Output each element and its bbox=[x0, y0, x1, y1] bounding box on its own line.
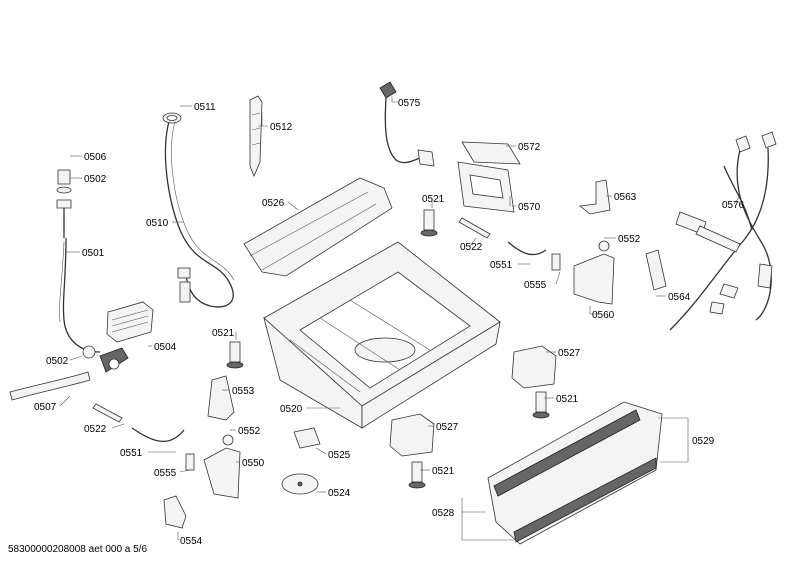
part-0504-valve bbox=[106, 301, 154, 343]
callout-0502-bottom: 0502 bbox=[46, 356, 69, 367]
callout-0572: 0572 bbox=[518, 142, 541, 153]
callout-0520: 0520 bbox=[280, 404, 303, 415]
callout-0550: 0550 bbox=[242, 458, 265, 469]
part-0521-foot-d bbox=[408, 461, 426, 489]
callout-0552-top: 0552 bbox=[618, 234, 641, 245]
part-0529-rail bbox=[487, 401, 663, 545]
part-0522-screw-a bbox=[458, 217, 491, 239]
callout-0527-top: 0527 bbox=[558, 348, 581, 359]
callout-0564: 0564 bbox=[668, 292, 691, 303]
part-0526-lid bbox=[243, 177, 393, 277]
part-0512-bracket bbox=[249, 95, 263, 178]
part-0560-bracket bbox=[573, 253, 615, 305]
part-0520-base-frame bbox=[263, 241, 501, 429]
callout-0555-bottom: 0555 bbox=[154, 468, 177, 479]
part-0554-clip bbox=[163, 495, 187, 529]
part-0552-b bbox=[222, 434, 234, 446]
callout-0553: 0553 bbox=[232, 386, 255, 397]
callout-0575: 0575 bbox=[398, 98, 421, 109]
part-0522-screw-b bbox=[92, 403, 123, 423]
callout-0551-bottom: 0551 bbox=[120, 448, 143, 459]
part-drawings bbox=[9, 81, 777, 545]
callout-0551-top: 0551 bbox=[490, 260, 513, 271]
callout-0529: 0529 bbox=[692, 436, 715, 447]
part-0521-foot-b bbox=[226, 341, 244, 369]
callout-0507: 0507 bbox=[34, 402, 57, 413]
callout-0521-right: 0521 bbox=[556, 394, 579, 405]
callout-0506: 0506 bbox=[84, 152, 107, 163]
part-0550-bracket bbox=[203, 447, 241, 499]
callout-0576: 0576 bbox=[722, 200, 745, 211]
callout-0502-top: 0502 bbox=[84, 174, 107, 185]
part-0563-bracket bbox=[579, 179, 611, 215]
part-0506-fitting bbox=[56, 169, 72, 238]
part-0510-hose bbox=[164, 117, 234, 308]
part-0572-cover bbox=[461, 141, 521, 165]
callout-0510: 0510 bbox=[146, 218, 169, 229]
part-0551-cable-b bbox=[131, 427, 185, 442]
callout-0501: 0501 bbox=[82, 248, 105, 259]
part-0551-cable-a bbox=[507, 241, 547, 256]
callout-0512: 0512 bbox=[270, 122, 293, 133]
part-0552-a bbox=[598, 240, 610, 252]
callout-0522-top: 0522 bbox=[460, 242, 483, 253]
callout-0521-bottom: 0521 bbox=[432, 466, 455, 477]
part-0525-switch bbox=[293, 427, 321, 449]
callout-0522-bottom: 0522 bbox=[84, 424, 107, 435]
part-0527-housing-b bbox=[389, 413, 435, 457]
document-code: 58300000208008 aet 000 a 5/6 bbox=[8, 544, 148, 555]
callout-0554: 0554 bbox=[180, 536, 203, 547]
part-0575-power-cord bbox=[379, 81, 435, 167]
part-0524-disc bbox=[281, 473, 319, 495]
part-0501-hose bbox=[62, 237, 101, 353]
callout-0528: 0528 bbox=[432, 508, 455, 519]
part-0555-clip-a bbox=[551, 253, 561, 271]
callout-0563: 0563 bbox=[614, 192, 637, 203]
callout-0527-bottom: 0527 bbox=[436, 422, 459, 433]
part-0570-dispenser bbox=[457, 161, 515, 213]
leader-lines bbox=[59, 96, 741, 541]
callout-labels: 0511 0512 0575 0572 0506 0502 0510 0526 … bbox=[34, 98, 745, 547]
callout-0521-mid: 0521 bbox=[212, 328, 235, 339]
callout-0526: 0526 bbox=[262, 198, 285, 209]
callout-0552-bottom: 0552 bbox=[238, 426, 261, 437]
callout-0560: 0560 bbox=[592, 310, 615, 321]
part-0511-clip bbox=[162, 112, 182, 124]
part-0564-connector bbox=[645, 249, 667, 291]
callout-0570: 0570 bbox=[518, 202, 541, 213]
part-0507-hose bbox=[9, 371, 91, 401]
callout-0521-top: 0521 bbox=[422, 194, 445, 205]
part-0502-lower-fitting bbox=[82, 345, 129, 373]
callout-0525: 0525 bbox=[328, 450, 351, 461]
callout-0504: 0504 bbox=[154, 342, 177, 353]
callout-0511: 0511 bbox=[194, 102, 216, 113]
callout-0555-top: 0555 bbox=[524, 280, 547, 291]
part-0576-wiring-harness bbox=[669, 131, 777, 331]
callout-0524: 0524 bbox=[328, 488, 351, 499]
part-0553-bracket bbox=[207, 375, 235, 421]
part-0521-foot-a bbox=[420, 209, 438, 237]
part-0527-housing-a bbox=[511, 345, 557, 389]
part-0555-clip-b bbox=[185, 453, 195, 471]
part-0521-foot-c bbox=[532, 391, 550, 419]
